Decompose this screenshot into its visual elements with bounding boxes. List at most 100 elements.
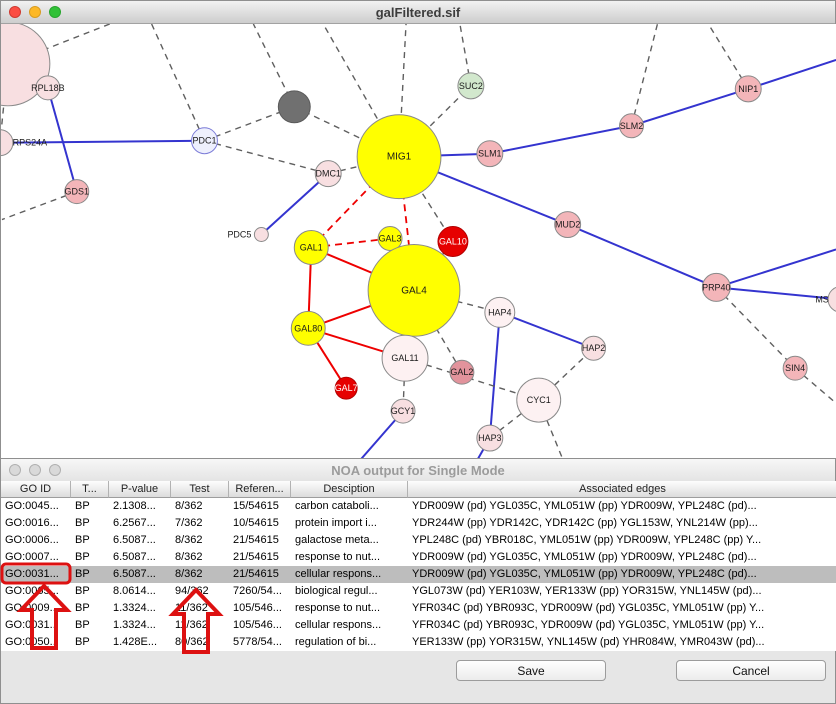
node-pdc5[interactable] [253,227,269,242]
node-slm2[interactable] [619,113,644,139]
column-header-test[interactable]: Test [171,481,229,498]
node-nip1[interactable] [734,75,762,103]
network-window-titlebar[interactable]: galFiltered.sif [1,1,835,24]
node-mig1[interactable] [356,114,442,200]
close-button[interactable] [9,6,21,18]
node-slm1[interactable] [476,140,504,168]
table-cell: 7260/54... [233,585,282,597]
edge-PDC1-DMC1 [204,140,329,175]
node-label-nip1: NIP1 [738,84,758,94]
minimize-button[interactable] [29,6,41,18]
network-canvas[interactable]: RPL18BRPS24AGDS1PDC1MIG1SUC2SLM1SLM2NIP1… [1,24,836,459]
node-gray1[interactable] [277,90,311,124]
node-pdc1[interactable] [191,127,218,155]
table-cell: YDR009W (pd) YGL035C, YML051W (pp) YDR00… [412,568,757,580]
noa-window-titlebar[interactable]: NOA output for Single Mode [1,459,835,482]
edge-DMC1-PDC5 [260,172,329,236]
node-label-mud2: MUD2 [555,220,580,230]
node-label-slm1: SLM1 [478,149,501,159]
table-cell: YFR034C (pd) YBR093C, YDR009W (pd) YGL03… [412,602,765,614]
node-gal2[interactable] [449,359,475,385]
table-cell: 2.1308... [113,500,156,512]
node-label-gal80: GAL80 [294,323,322,333]
edge-PRP40-SIN4 [715,286,796,369]
table-cell: 1.428E... [113,636,158,648]
table-cell: 21/54615 [233,551,279,563]
column-header-associated-edges[interactable]: Associated edges [408,481,836,498]
node-dmc1[interactable] [314,160,342,188]
edge-HAP4-HAP3 [488,312,501,439]
column-header-p-value[interactable]: P-value [109,481,171,498]
table-cell: 7/362 [175,517,203,529]
node-gal80[interactable] [290,310,326,346]
node-gal4[interactable] [367,243,461,337]
table-cell: GO:0009... [5,602,59,614]
minimize-button[interactable] [29,464,41,476]
node-gcy1[interactable] [390,398,416,424]
node-label-pdc5: PDC5 [227,230,251,240]
close-button[interactable] [9,464,21,476]
node-label-pdc1: PDC1 [193,136,217,146]
cancel-button[interactable]: Cancel [676,660,826,681]
edge-PRP40-MS [716,286,836,300]
table-cell: cellular respons... [295,568,382,580]
node-rpl18b[interactable] [35,75,61,101]
table-cell: GO:0045... [5,500,59,512]
column-header-go-id[interactable]: GO ID [1,481,71,498]
table-cell: 21/54615 [233,568,279,580]
table-cell: 105/546... [233,619,282,631]
edge-MIG1-GAL1 [310,156,400,249]
node-gal10[interactable] [437,226,469,257]
save-button[interactable]: Save [456,660,606,681]
table-cell: GO:0050... [5,636,59,648]
zoom-button[interactable] [49,464,61,476]
zoom-button[interactable] [49,6,61,18]
node-label-slm2: SLM2 [620,121,643,131]
node-prp40[interactable] [701,272,731,302]
node-gal7[interactable] [334,376,358,400]
node-label-gcy1: GCY1 [391,406,415,416]
node-sin4[interactable] [782,355,808,381]
table-cell: 11/362 [175,619,208,631]
node-rps24a[interactable] [1,129,14,157]
node-label-gal11: GAL11 [391,353,418,363]
node-hap3[interactable] [476,424,504,452]
edge-SLM1-SLM2 [489,124,632,155]
column-header-referen-[interactable]: Referen... [229,481,291,498]
table-cell: GO:0006... [5,534,59,546]
table-cell: cellular respons... [295,619,382,631]
column-header-desciption[interactable]: Desciption [291,481,408,498]
node-gal3[interactable] [377,226,403,251]
table-cell: BP [75,636,90,648]
edge-pt-PDC1 [150,24,206,142]
node-hap2[interactable] [581,335,607,361]
table-cell: 8/362 [175,568,203,580]
node-ms[interactable] [827,286,836,312]
node-mud2[interactable] [554,211,582,239]
edge-SLM2-NIP1 [631,87,749,127]
node-cyc1[interactable] [516,377,562,423]
node-suc2[interactable] [457,72,485,100]
table-cell: 94/362 [175,585,209,597]
traffic-lights-inactive [9,459,61,481]
node-gal1[interactable] [293,230,329,265]
edge-HAP4-HAP2 [499,311,594,350]
node-label-hap3: HAP3 [478,433,501,443]
node-hap4[interactable] [484,296,516,328]
column-header-t-[interactable]: T... [71,481,109,498]
node-gal11[interactable] [381,334,429,382]
node-gds1[interactable] [64,179,90,205]
table-cell: BP [75,585,90,597]
table-cell: YFR034C (pd) YBR093C, YDR009W (pd) YGL03… [412,619,765,631]
